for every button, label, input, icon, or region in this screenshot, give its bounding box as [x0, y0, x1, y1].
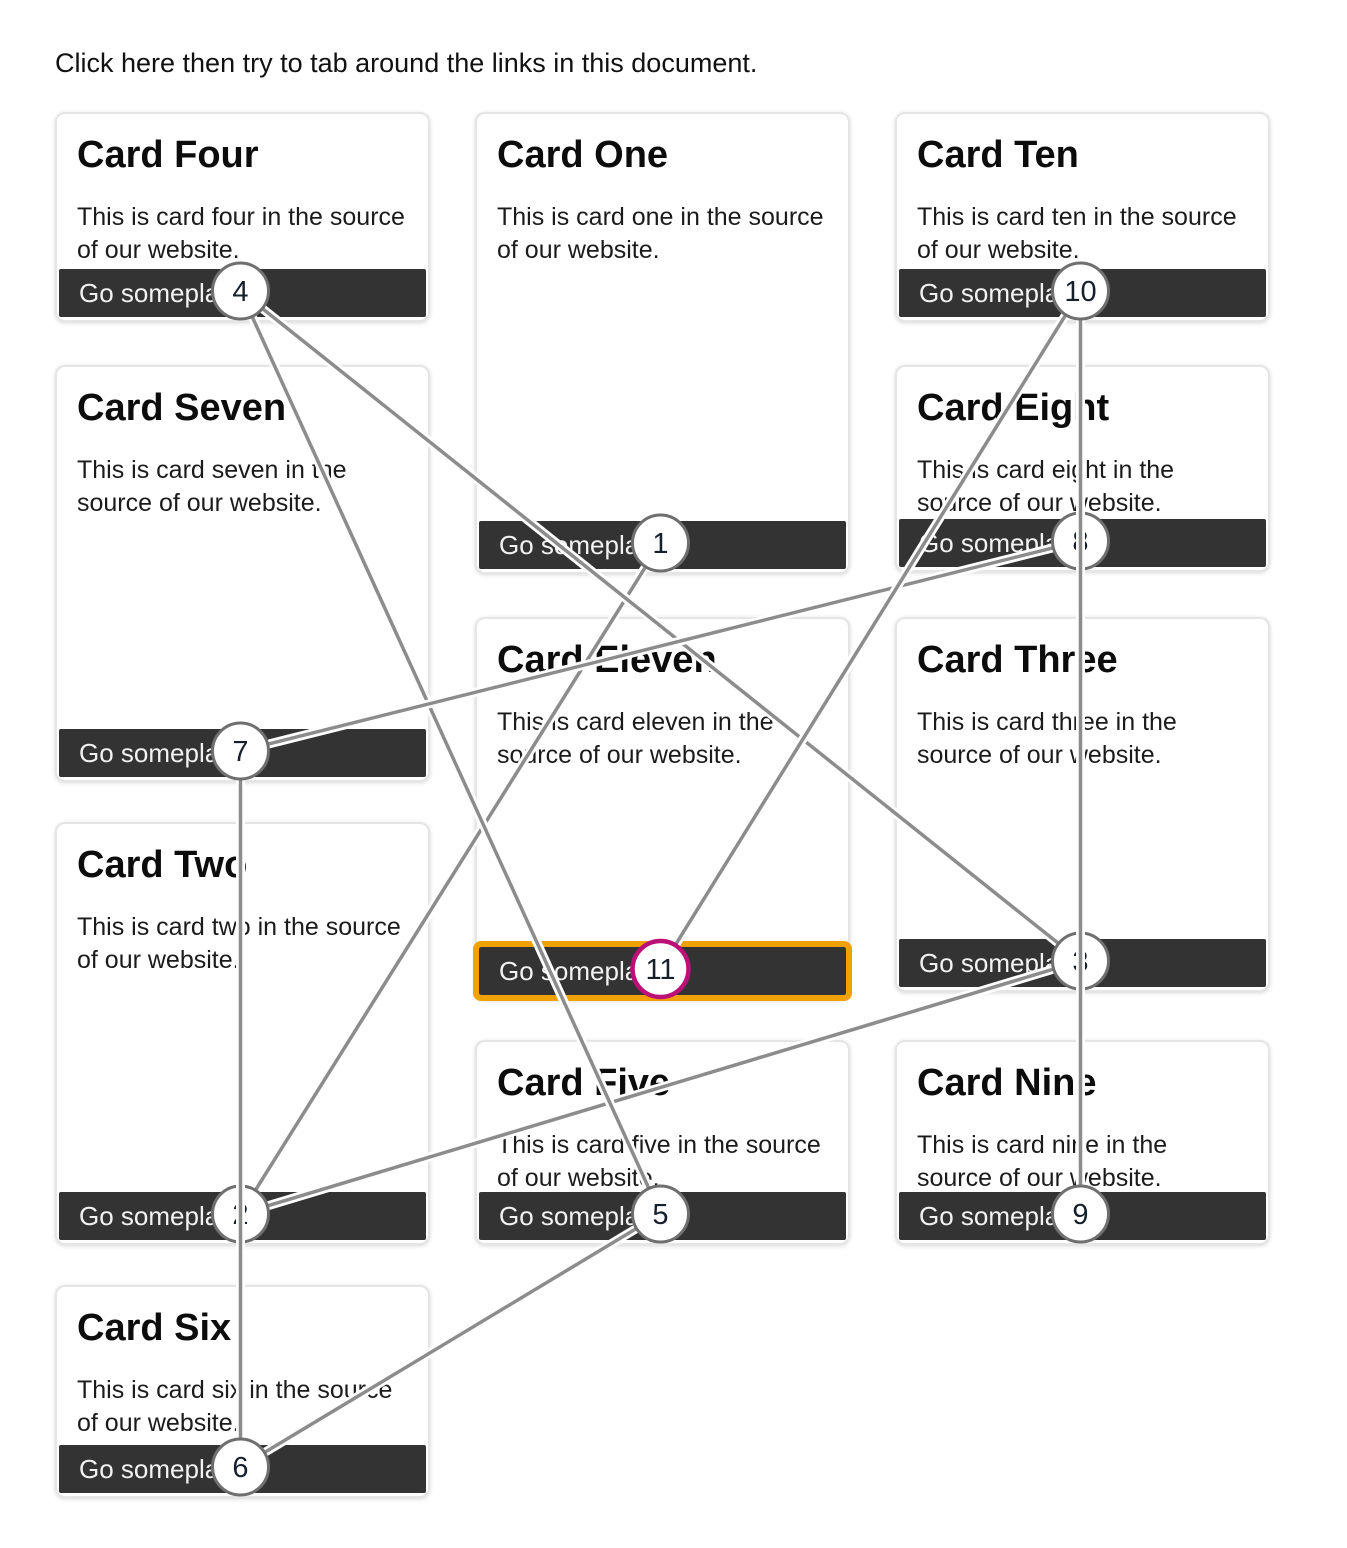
card-body-text: This is card nine in the source of our w… [917, 1131, 1168, 1192]
card-title: Card Five [497, 1062, 671, 1104]
card-one: Card One This is card one in the source … [475, 112, 850, 574]
card-seven: Card Seven This is card seven in the sou… [55, 365, 430, 782]
card-ten: Card Ten This is card ten in the source … [895, 112, 1270, 322]
go-someplace-link-nine[interactable]: Go someplace [899, 1192, 1266, 1240]
card-four: Card Four This is card four in the sourc… [55, 112, 430, 322]
card-body-text: This is card eight in the source of our … [917, 456, 1175, 517]
card-title: Card Ten [917, 134, 1079, 176]
go-someplace-link-seven[interactable]: Go someplace [59, 729, 426, 777]
card-nine: Card Nine This is card nine in the sourc… [895, 1040, 1270, 1245]
card-title: Card Four [77, 134, 259, 176]
card-body-text: This is card five in the source of our w… [497, 1131, 821, 1192]
go-someplace-link-five[interactable]: Go someplace [479, 1192, 846, 1240]
card-title: Card Two [77, 844, 248, 886]
go-someplace-link-eleven[interactable]: Go someplace [473, 941, 852, 1001]
card-body-text: This is card four in the source of our w… [77, 203, 405, 264]
card-eight: Card Eight This is card eight in the sou… [895, 365, 1270, 572]
card-body-text: This is card one in the source of our we… [497, 203, 824, 264]
go-someplace-link-six[interactable]: Go someplace [59, 1445, 426, 1493]
intro-text: Click here then try to tab around the li… [55, 48, 758, 78]
go-someplace-link-three[interactable]: Go someplace [899, 939, 1266, 987]
go-someplace-link-ten[interactable]: Go someplace [899, 269, 1266, 317]
go-someplace-link-eight[interactable]: Go someplace [899, 519, 1266, 567]
go-someplace-link-one[interactable]: Go someplace [479, 521, 846, 569]
card-body-text: This is card ten in the source of our we… [917, 203, 1237, 264]
card-body-text: This is card six in the source of our we… [77, 1376, 393, 1437]
card-title: Card Seven [77, 387, 287, 429]
card-eleven: Card Eleven This is card eleven in the s… [473, 617, 852, 1001]
card-three: Card Three This is card three in the sou… [895, 617, 1270, 992]
go-someplace-link-two[interactable]: Go someplace [59, 1192, 426, 1240]
card-title: Card One [497, 134, 669, 176]
card-body-text: This is card three in the source of our … [917, 708, 1177, 769]
card-title: Card Nine [917, 1062, 1097, 1104]
card-title: Card Eleven [497, 639, 717, 681]
card-body-text: This is card two in the source of our we… [77, 913, 401, 974]
card-two: Card Two This is card two in the source … [55, 822, 430, 1245]
card-title: Card Three [917, 639, 1118, 681]
card-six: Card Six This is card six in the source … [55, 1285, 430, 1498]
go-someplace-link-four[interactable]: Go someplace [59, 269, 426, 317]
card-body-text: This is card seven in the source of our … [77, 456, 347, 517]
card-five: Card Five This is card five in the sourc… [475, 1040, 850, 1245]
card-title: Card Eight [917, 387, 1110, 429]
card-body-text: This is card eleven in the source of our… [497, 708, 774, 769]
card-title: Card Six [77, 1307, 232, 1349]
